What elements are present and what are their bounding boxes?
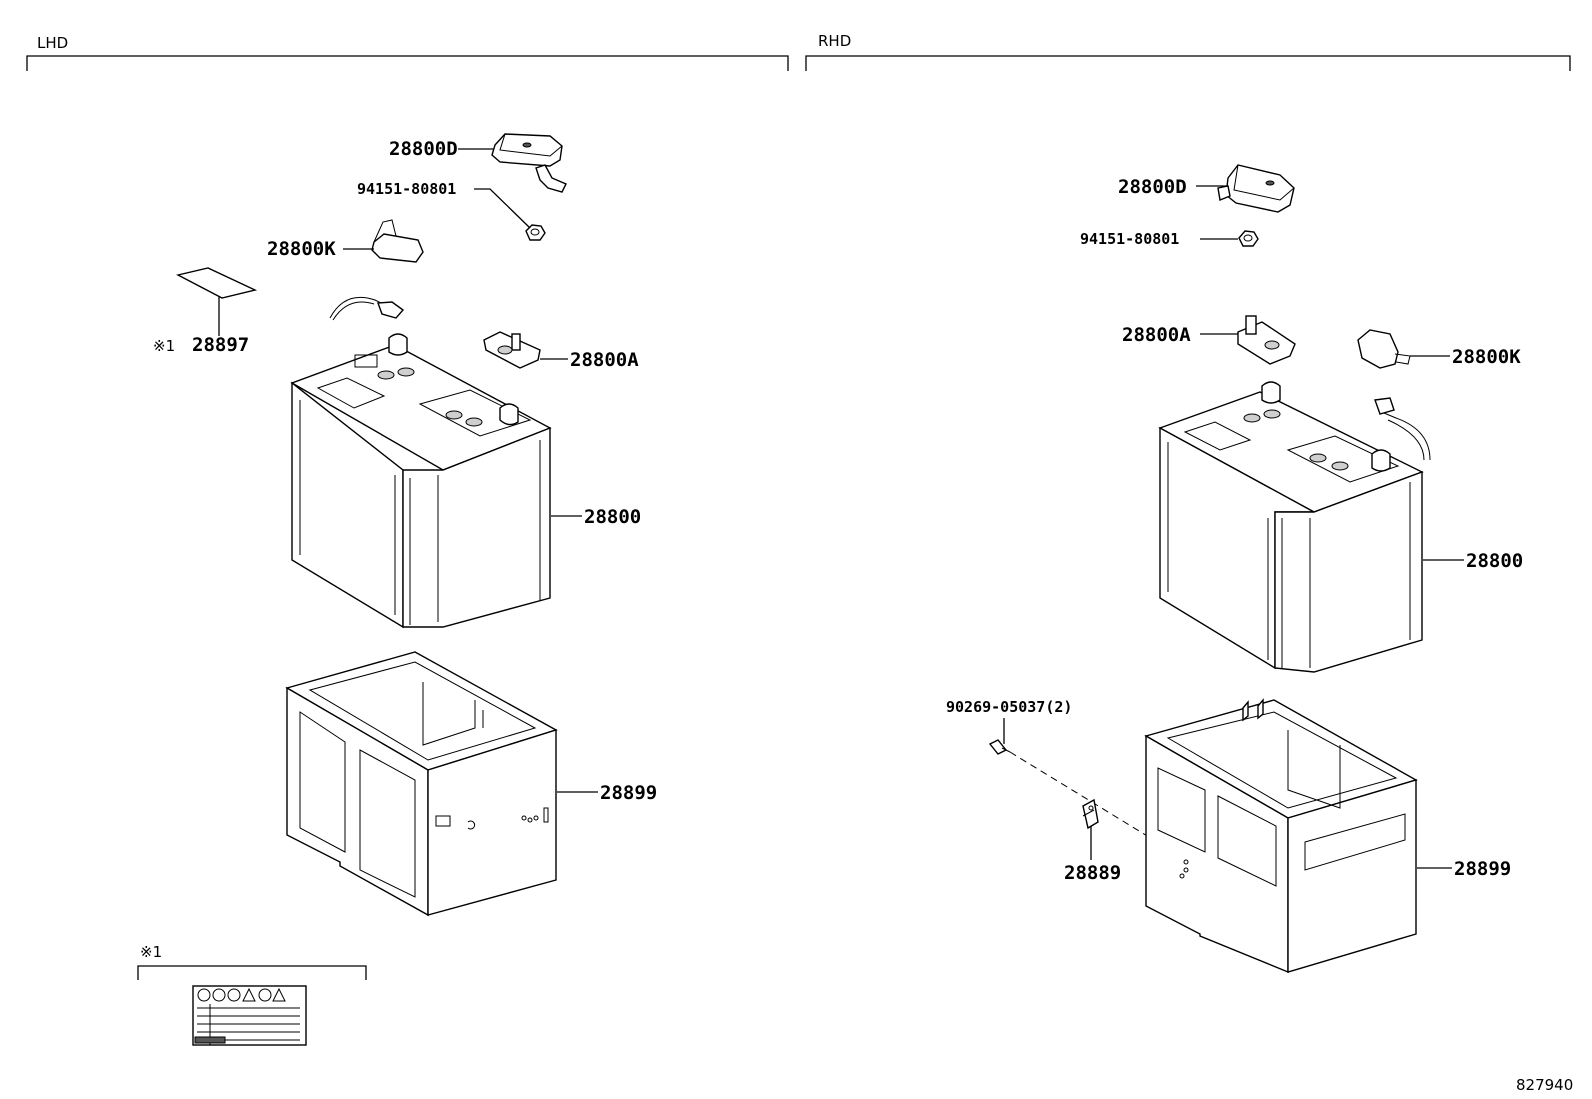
- rhd-callout-28800d: 28800D: [1118, 176, 1187, 198]
- lhd-terminal-cover-drawing: [491, 133, 567, 193]
- rhd-bolt-drawing: [988, 739, 1011, 755]
- lhd-callout-28897: 28897: [192, 334, 249, 356]
- lhd-callout-28800k: 28800K: [267, 238, 336, 260]
- rhd-terminal-drawing: [1237, 315, 1296, 365]
- rhd-section-header: RHD: [805, 32, 1571, 71]
- lhd-nut-drawing: [525, 224, 546, 241]
- figure-id: 827940: [1516, 1076, 1573, 1094]
- rhd-label: RHD: [818, 32, 851, 50]
- lhd-tray-drawing: [285, 651, 558, 917]
- rhd-terminal-cover-drawing: [1217, 164, 1295, 213]
- lhd-callout-28800: 28800: [584, 506, 641, 528]
- detail-inset: ※1: [137, 943, 367, 1046]
- rhd-callout-28800k: 28800K: [1452, 346, 1521, 368]
- lhd-battery-drawing: [290, 333, 552, 629]
- lhd-callout-28899: 28899: [600, 782, 657, 804]
- lhd-callout-28800d: 28800D: [389, 138, 458, 160]
- lhd-section-header: LHD: [26, 34, 789, 71]
- lhd-terminal-drawing: [483, 331, 541, 369]
- warning-label-sticker-drawing: [192, 985, 307, 1046]
- rhd-callout-94151: 94151-80801: [1080, 230, 1179, 248]
- detail-inset-label: ※1: [140, 943, 162, 961]
- rhd-clamp-drawing: [1357, 329, 1411, 369]
- rhd-callout-28889: 28889: [1064, 862, 1121, 884]
- rhd-callout-90269: 90269-05037(2): [946, 698, 1072, 716]
- lhd-label-plate-drawing: [176, 267, 258, 299]
- rhd-callout-28800a: 28800A: [1122, 324, 1191, 346]
- lhd-clamp-drawing: [371, 219, 424, 263]
- lhd-callout-28800a: 28800A: [570, 349, 639, 371]
- rhd-battery-drawing: [1158, 381, 1424, 673]
- rhd-nut-drawing: [1238, 230, 1259, 247]
- lhd-callout-note: ※1: [153, 337, 175, 355]
- rhd-callout-28899: 28899: [1454, 858, 1511, 880]
- rhd-tray-drawing: [1144, 698, 1418, 974]
- rhd-callout-28800: 28800: [1466, 550, 1523, 572]
- lhd-label: LHD: [37, 34, 68, 52]
- rhd-bracket-drawing: [1082, 798, 1099, 830]
- lhd-callout-94151: 94151-80801: [357, 180, 456, 198]
